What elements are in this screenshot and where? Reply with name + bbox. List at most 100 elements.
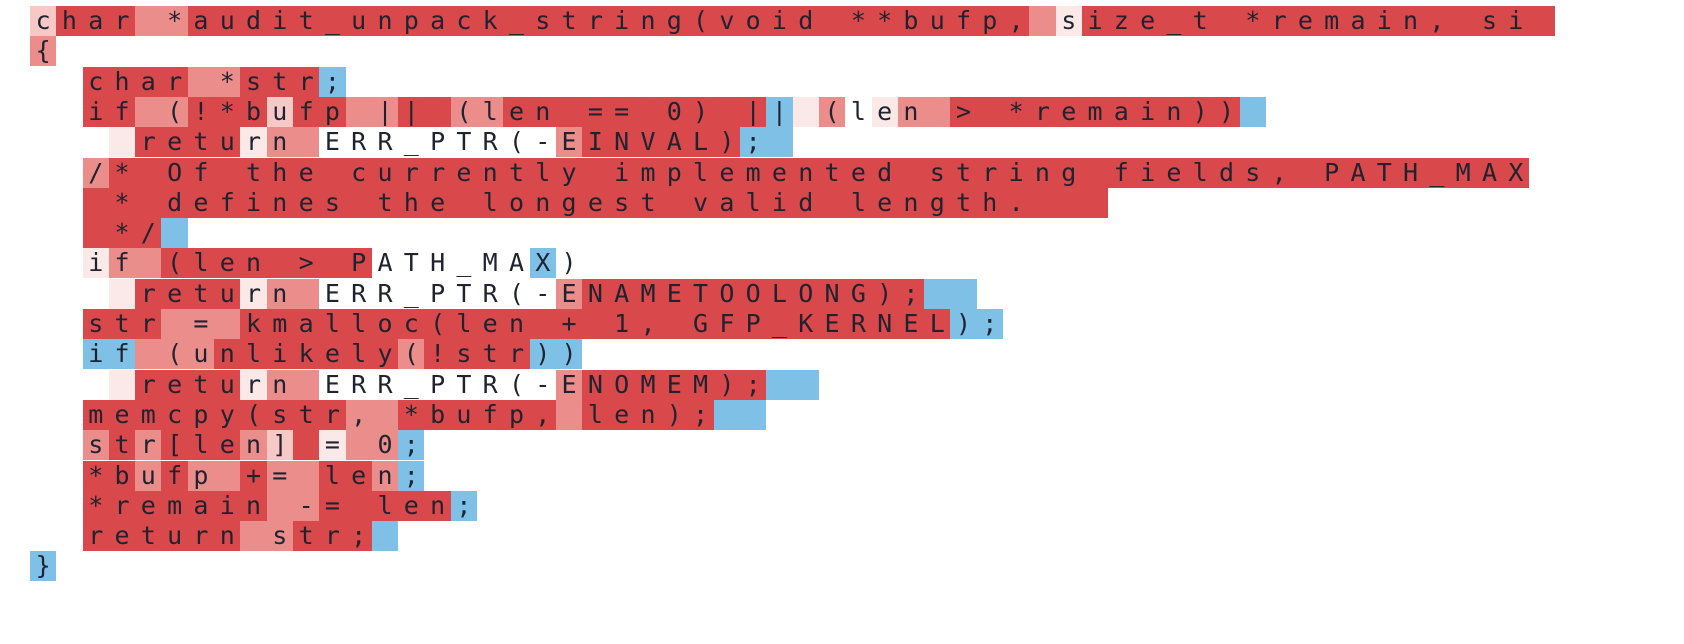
code-token-cell <box>161 309 188 339</box>
code-token-cell <box>371 521 399 552</box>
code-token-cell: s <box>1476 6 1503 36</box>
code-token-cell: T <box>687 278 714 309</box>
code-token-cell: e <box>108 521 136 552</box>
code-token-cell: f <box>292 96 320 127</box>
code-token-cell: E <box>661 369 688 400</box>
code-token-cell <box>529 309 556 339</box>
code-token-cell: t <box>187 278 215 309</box>
code-token-cell <box>30 187 57 218</box>
code-token-cell: M <box>634 369 662 400</box>
code-token-cell: f <box>1108 157 1135 188</box>
code-token-cell <box>1029 6 1056 36</box>
code-token-cell: * <box>82 490 109 521</box>
code-token-cell: - <box>529 127 556 158</box>
code-token-cell: ] <box>266 430 293 461</box>
code-token-cell: ; <box>450 490 478 521</box>
code-token-cell: ; <box>319 66 346 97</box>
code-token-cell: l <box>240 339 267 370</box>
code-token-cell: l <box>845 96 872 127</box>
code-token-cell: A <box>371 248 399 279</box>
code-token-cell: n <box>214 339 241 370</box>
code-token-cell: a <box>1108 96 1135 127</box>
code-token-cell <box>661 309 688 339</box>
code-token-cell: E <box>319 369 346 400</box>
code-token-cell: f <box>108 248 136 279</box>
code-token-cell: u <box>266 96 293 127</box>
code-token-cell: i <box>608 157 635 188</box>
code-token-cell: ; <box>897 278 925 309</box>
code-token-cell: F <box>713 309 741 339</box>
code-token-cell: d <box>161 187 188 218</box>
code-token-cell: t <box>135 521 162 552</box>
code-token-cell <box>1213 6 1240 36</box>
code-token-cell: p <box>661 157 688 188</box>
code-token-cell: _ <box>450 248 478 279</box>
code-token-cell: g <box>1055 157 1082 188</box>
code-token-cell <box>345 430 372 461</box>
code-token-cell: i <box>266 339 293 370</box>
code-token-cell: ; <box>345 521 372 552</box>
code-token-cell: ( <box>503 127 530 158</box>
code-line: { <box>30 36 57 67</box>
code-token-cell <box>135 187 162 218</box>
code-token-cell <box>1081 157 1109 188</box>
code-token-cell: E <box>319 278 346 309</box>
code-token-cell: l <box>582 399 609 430</box>
code-token-cell: y <box>371 339 399 370</box>
code-token-cell: u <box>450 399 478 430</box>
code-token-cell: l <box>687 157 714 188</box>
code-token-cell <box>135 96 162 127</box>
code-token-cell: ; <box>398 460 425 491</box>
code-token-cell: L <box>687 127 714 158</box>
code-token-cell: l <box>319 460 346 491</box>
code-token-cell: = <box>582 96 609 127</box>
code-token-cell: h <box>266 157 293 188</box>
code-token-cell: + <box>555 309 583 339</box>
code-token-cell: u <box>924 6 951 36</box>
code-token-cell: f <box>108 96 136 127</box>
code-token-cell: e <box>424 187 451 218</box>
code-token-cell <box>30 309 57 339</box>
code-token-cell: R <box>477 369 504 400</box>
code-token-cell: O <box>608 369 635 400</box>
code-token-cell: f <box>214 187 241 218</box>
code-token-cell: E <box>661 278 688 309</box>
code-token-cell: o <box>371 309 399 339</box>
code-token-cell: r <box>240 278 267 309</box>
code-token-cell: G <box>687 309 714 339</box>
code-token-cell: R <box>477 278 504 309</box>
code-token-cell: e <box>161 369 188 400</box>
code-token-cell: ) <box>713 369 741 400</box>
code-token-cell: t <box>950 157 977 188</box>
code-token-cell: ) <box>661 399 688 430</box>
code-token-cell: A <box>503 248 530 279</box>
code-token-cell: N <box>871 309 898 339</box>
code-token-cell: e <box>319 339 346 370</box>
code-token-cell: 0 <box>371 430 399 461</box>
code-token-cell: t <box>555 6 583 36</box>
code-token-cell <box>713 399 741 430</box>
code-token-cell: H <box>1397 157 1424 188</box>
code-token-cell: P <box>740 309 767 339</box>
code-line: } <box>30 551 57 582</box>
code-token-cell: e <box>1160 157 1188 188</box>
code-token-cell <box>56 96 83 127</box>
code-token-cell <box>30 157 57 188</box>
code-token-cell: K <box>792 309 819 339</box>
code-token-cell: u <box>214 6 241 36</box>
code-token-cell <box>319 248 346 279</box>
code-token-cell: t <box>1187 6 1214 36</box>
code-token-cell <box>1528 6 1556 36</box>
code-token-cell: y <box>214 399 241 430</box>
code-token-cell: t <box>477 339 504 370</box>
code-token-cell: e <box>713 157 741 188</box>
code-token-cell: P <box>1318 157 1345 188</box>
code-token-cell: g <box>924 187 951 218</box>
code-token-cell: i <box>1002 157 1030 188</box>
code-token-cell: n <box>240 248 267 279</box>
code-token-cell <box>56 278 83 309</box>
code-token-cell <box>30 96 57 127</box>
code-token-cell: n <box>266 278 293 309</box>
code-token-cell <box>82 369 109 400</box>
